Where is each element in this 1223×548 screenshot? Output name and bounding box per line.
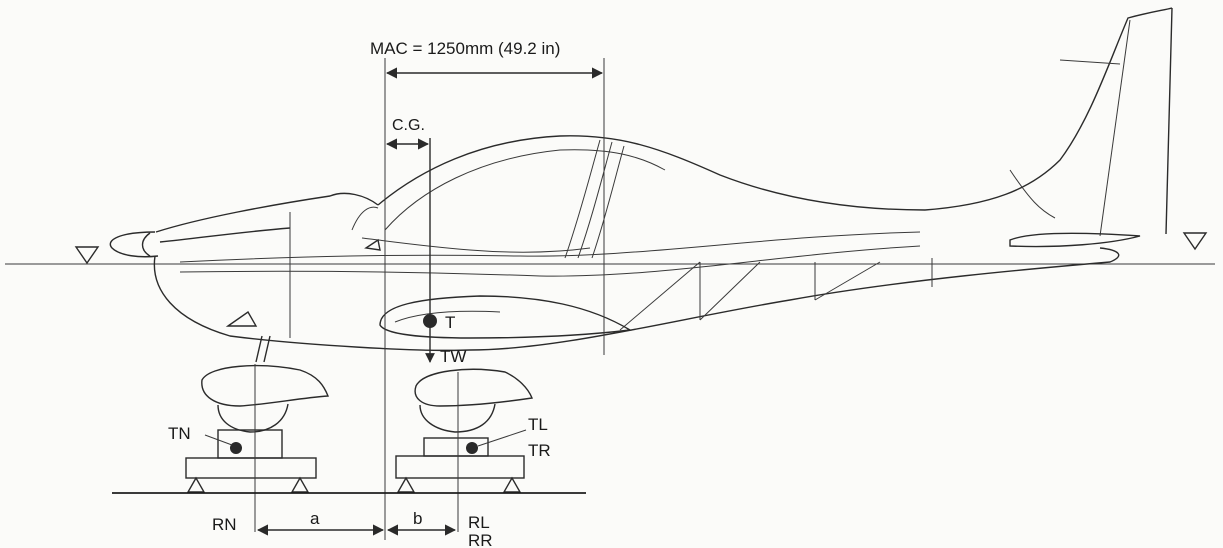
rr-label: RR xyxy=(468,531,493,548)
t-label: T xyxy=(445,313,455,332)
tw-label: TW xyxy=(440,347,466,366)
level-triangle-left xyxy=(74,246,100,265)
cg-label: C.G. xyxy=(392,117,425,134)
tl-tr-point xyxy=(466,442,478,454)
main-gear xyxy=(395,368,533,532)
tl-label: TL xyxy=(528,415,548,434)
tr-label: TR xyxy=(528,441,551,460)
tn-point xyxy=(230,442,242,454)
rl-label: RL xyxy=(468,513,490,532)
fuselage xyxy=(109,7,1173,352)
mac-label: MAC = 1250mm (49.2 in) xyxy=(370,39,560,58)
a-label: a xyxy=(310,509,320,528)
level-triangle-right xyxy=(1182,232,1208,251)
tn-label: TN xyxy=(168,424,191,443)
rn-label: RN xyxy=(212,515,237,534)
b-label: b xyxy=(413,509,422,528)
nose-gear xyxy=(185,335,330,532)
wing-airfoil xyxy=(379,295,633,339)
cg-point xyxy=(423,314,437,328)
